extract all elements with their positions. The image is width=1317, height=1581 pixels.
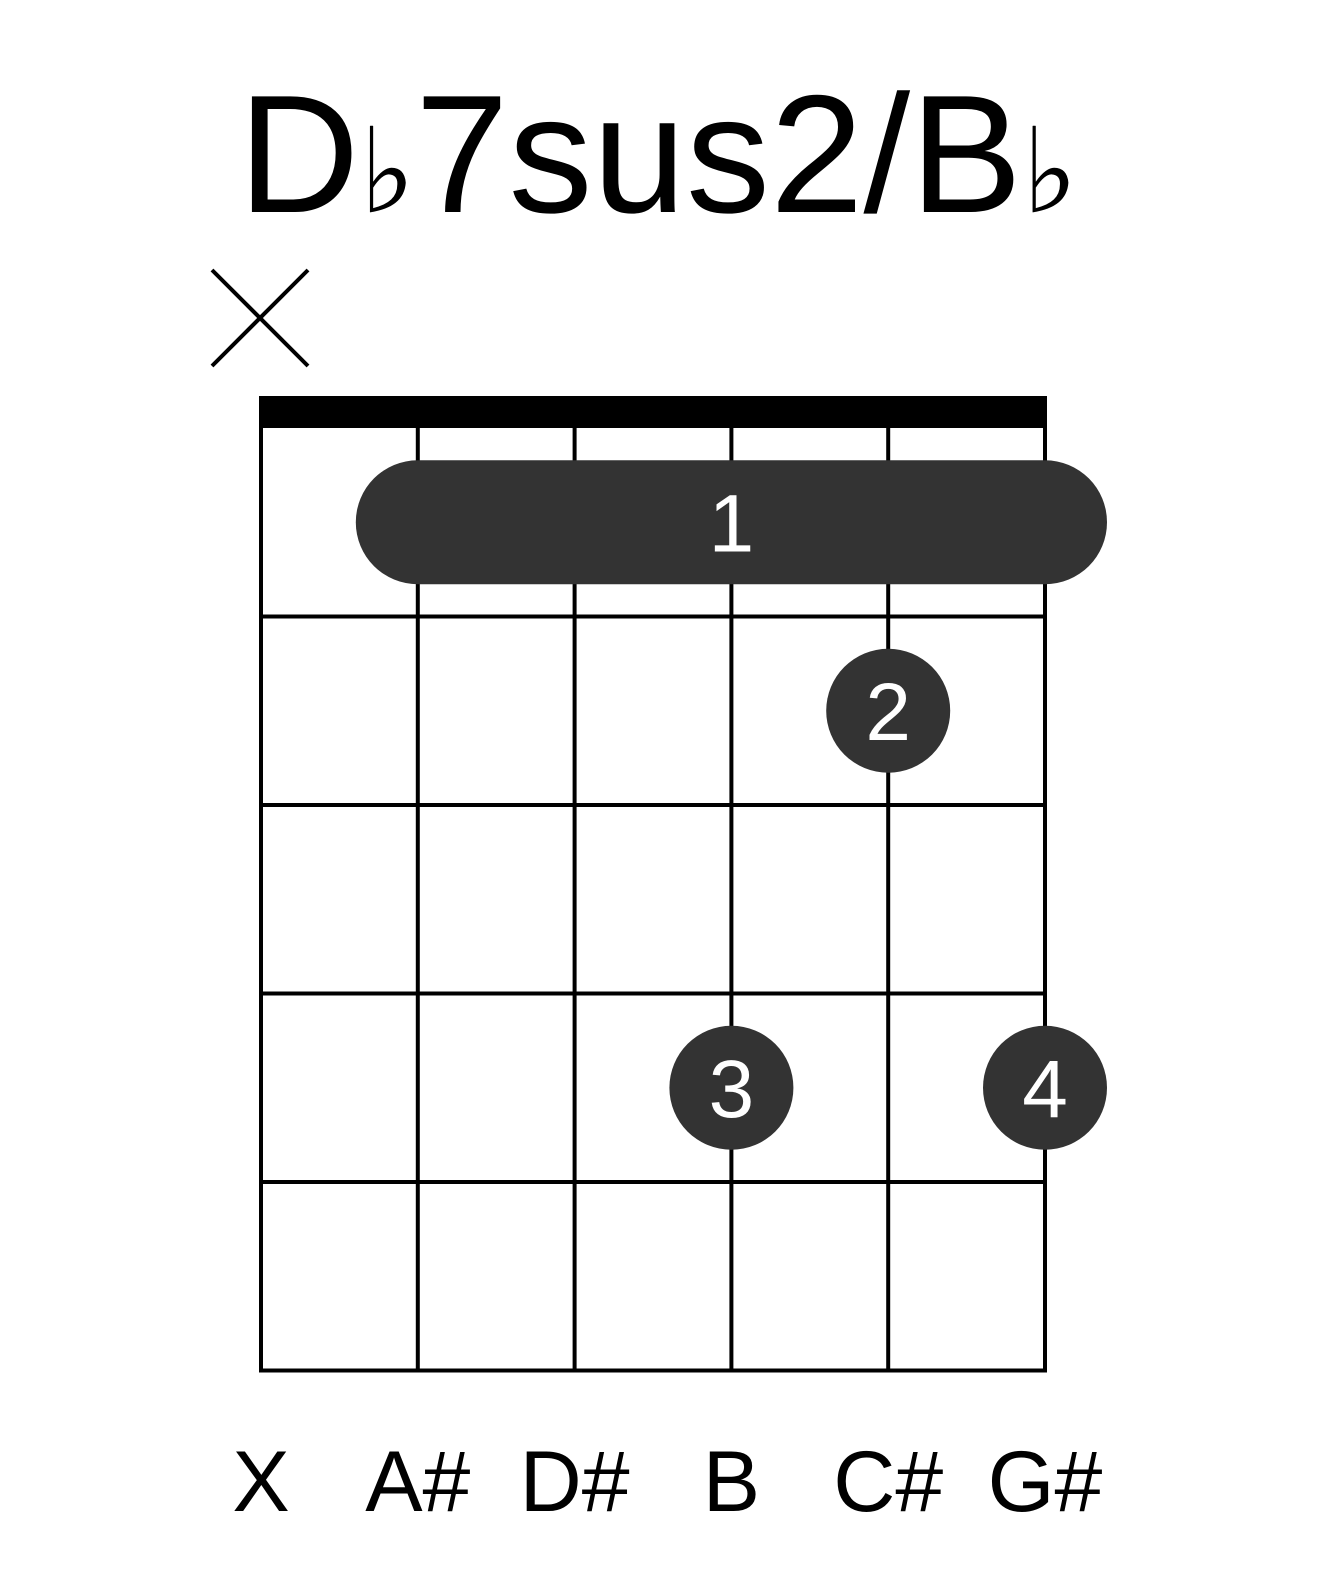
chord-title: D♭7sus2/B♭ — [238, 60, 1078, 248]
nut — [259, 396, 1047, 428]
string-markers — [210, 268, 310, 368]
finger-dot-4: 4 — [983, 1025, 1107, 1150]
finger-positions: 1 2 3 4 — [355, 460, 1107, 1150]
finger-dot-2: 2 — [826, 648, 951, 773]
muted-string-icon — [210, 268, 310, 368]
barre: 1 — [355, 460, 1107, 585]
root-flat-symbol: ♭ — [359, 102, 415, 240]
barre-finger-label: 1 — [709, 478, 755, 569]
finger-number: 3 — [709, 1044, 755, 1135]
finger-number: 4 — [1022, 1044, 1068, 1135]
chord-root: D — [238, 60, 359, 248]
string-note-2: A# — [365, 1434, 470, 1530]
string-note-1: X — [232, 1434, 289, 1530]
chord-quality: 7sus2/B — [415, 60, 1022, 248]
string-note-5: C# — [833, 1434, 943, 1530]
string-note-4: B — [703, 1434, 760, 1530]
finger-dot-3: 3 — [669, 1025, 794, 1150]
bass-flat-symbol: ♭ — [1022, 102, 1078, 240]
string-note-labels: X A# D# B C# G# — [232, 1434, 1102, 1530]
string-note-3: D# — [520, 1434, 630, 1530]
string-note-6: G# — [988, 1434, 1103, 1530]
finger-number: 2 — [865, 667, 911, 758]
